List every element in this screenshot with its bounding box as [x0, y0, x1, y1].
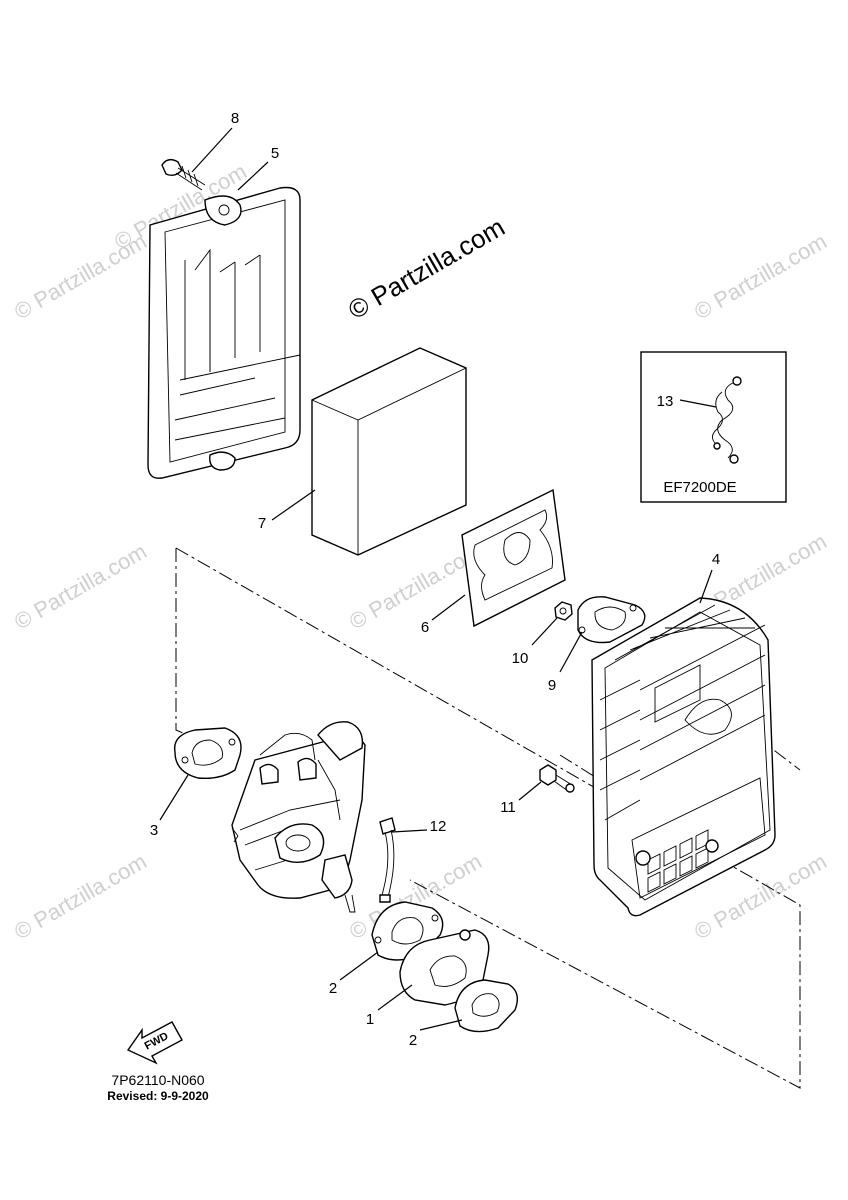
inset-box: EF7200DE	[640, 351, 787, 503]
leader-lines	[159, 127, 713, 1031]
breather-hose	[379, 817, 396, 903]
callout-12: 12	[430, 818, 447, 835]
revised-date: Revised: 9-9-2020	[107, 1089, 209, 1103]
callout-8: 8	[231, 110, 239, 127]
carburetor-gasket	[173, 727, 242, 780]
air-cleaner-case	[591, 597, 776, 917]
callout-2-upper: 2	[329, 980, 337, 997]
screw	[539, 764, 575, 793]
callout-3: 3	[150, 822, 158, 839]
callout-1: 1	[366, 1011, 374, 1028]
callout-11: 11	[500, 799, 516, 816]
nut	[554, 601, 573, 621]
callout-2-lower: 2	[409, 1032, 417, 1049]
callout-6: 6	[421, 619, 429, 636]
air-cleaner-cover	[147, 186, 301, 479]
forward-arrow-icon: FWD	[126, 1021, 183, 1065]
carburetor	[231, 721, 366, 913]
case-port-gasket	[577, 596, 646, 644]
watermark-tile: © Partzilla.com	[690, 229, 831, 325]
filter-element	[311, 347, 467, 556]
case-gasket	[461, 488, 566, 628]
callout-10: 10	[512, 650, 529, 667]
callout-numbers: 8 5 7 6 4 10 9 13 11 12 3 2 1 2	[150, 110, 720, 1049]
callout-7: 7	[258, 515, 266, 532]
callout-5: 5	[271, 145, 279, 162]
callout-13: 13	[657, 393, 674, 410]
bolt	[161, 158, 206, 191]
inset-model-label: EF7200DE	[663, 479, 736, 496]
callout-9: 9	[548, 677, 556, 694]
watermark-tile: © Partzilla.com	[10, 849, 151, 945]
diagram-code: 7P62110-N060	[111, 1072, 204, 1088]
watermark-main: © Partzilla.com	[343, 212, 510, 326]
insulator-gasket-lower	[454, 979, 518, 1033]
callout-4: 4	[712, 551, 720, 568]
watermark-tile: © Partzilla.com	[10, 539, 151, 635]
